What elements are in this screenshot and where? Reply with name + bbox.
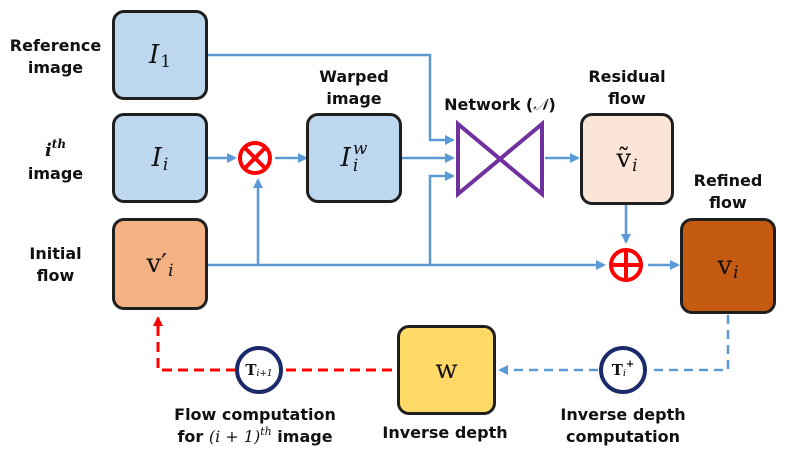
edge-initial-to-network [428, 171, 455, 265]
warped-image-box: I w i [306, 113, 402, 203]
inverse-depth-computation-label: Inverse depth computation [560, 405, 686, 446]
network-label: Network (𝒩) [444, 95, 556, 114]
edge-reference-to-network [208, 53, 455, 145]
warped-image-label: Warped image [319, 67, 389, 108]
inverse-depth-box: w [397, 325, 496, 415]
network-bowtie-shape [456, 119, 544, 199]
ith-image-label: ith image [27, 137, 84, 183]
add-operator [609, 248, 643, 282]
initial-flow-label: Initial flow [29, 244, 82, 285]
refined-flow-label: Refined flow [693, 171, 763, 212]
initial-flow-box: v′i [112, 218, 208, 310]
edge-refined-to-tplus [648, 315, 730, 372]
inverse-depth-label: Inverse depth [382, 423, 508, 442]
flow-computation-label: Flow computation for (i + 1)th image [174, 405, 336, 446]
reference-image-label: Reference image [9, 36, 102, 77]
multiply-operator [238, 141, 272, 175]
residual-flow-label: Residual flow [588, 67, 666, 108]
edge-tnext-to-initial [153, 316, 236, 372]
